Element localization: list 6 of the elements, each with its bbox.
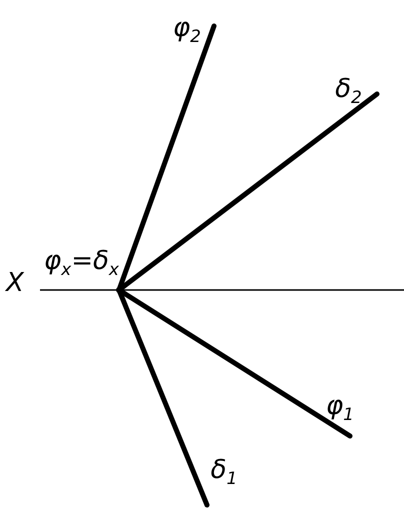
angle-label: φ$_{1}$ (318, 380, 362, 436)
equation-label: φ$_{x}$=δ$_{x}$ (44, 248, 119, 279)
angle-label: φ$_{2}$ (160, 10, 214, 50)
axis-label: X (6, 270, 24, 296)
angle-label: δ$_{2}$ (320, 70, 377, 112)
angle-label: δ$_{1}$ (207, 440, 241, 505)
